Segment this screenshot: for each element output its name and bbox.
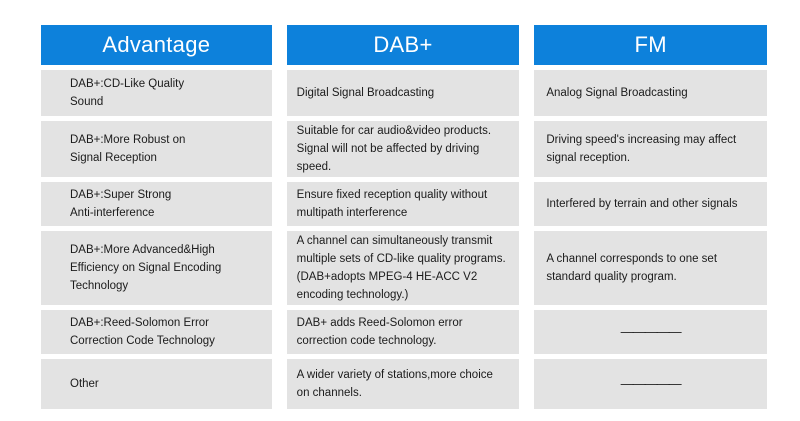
cell-text: A wider variety of stations,more choice …: [296, 369, 493, 399]
table-cell-empty: —————: [534, 359, 767, 409]
cell-text: DAB+:CD-Like Quality Sound: [70, 78, 185, 108]
table-cell: Ensure fixed reception quality without m…: [286, 182, 520, 226]
cell-text: DAB+:More Advanced&High Efficiency on Si…: [70, 244, 222, 292]
dash-placeholder: —————: [620, 376, 682, 391]
cell-text: DAB+:Reed-Solomon Error Correction Code …: [70, 317, 215, 347]
cell-text: Digital Signal Broadcasting: [296, 87, 435, 99]
column-advantage: Advantage DAB+:CD-Like Quality Sound DAB…: [41, 25, 272, 414]
column-header-fm: FM: [534, 25, 767, 65]
cell-text: Driving speed's increasing may affect si…: [546, 134, 737, 164]
cell-text: A channel corresponds to one set standar…: [546, 253, 718, 283]
cell-text: Interfered by terrain and other signals: [546, 198, 738, 210]
cell-text: DAB+:More Robust on Signal Reception: [70, 134, 186, 164]
table-cell: DAB+:Reed-Solomon Error Correction Code …: [41, 310, 272, 354]
table-cell: DAB+ adds Reed-Solomon error correction …: [286, 310, 520, 354]
table-cell: Digital Signal Broadcasting: [286, 70, 520, 116]
column-dabplus: DAB+ Digital Signal Broadcasting Suitabl…: [286, 25, 520, 414]
table-cell-empty: —————: [534, 310, 767, 354]
cell-text: Ensure fixed reception quality without m…: [296, 189, 488, 219]
table-cell: A wider variety of stations,more choice …: [286, 359, 520, 409]
table-cell: DAB+:More Robust on Signal Reception: [41, 121, 272, 177]
column-fm: FM Analog Signal Broadcasting Driving sp…: [534, 25, 767, 414]
table-cell: Driving speed's increasing may affect si…: [534, 121, 767, 177]
cell-text: DAB+ adds Reed-Solomon error correction …: [296, 317, 463, 347]
table-cell: Suitable for car audio&video products. S…: [286, 121, 520, 177]
column-header-dabplus: DAB+: [286, 25, 520, 65]
cell-text: A channel can simultaneously transmit mu…: [296, 235, 506, 301]
table-cell: Analog Signal Broadcasting: [534, 70, 767, 116]
table-cell: Other: [41, 359, 272, 409]
table-cell: DAB+:Super Strong Anti-interference: [41, 182, 272, 226]
comparison-table: Advantage DAB+:CD-Like Quality Sound DAB…: [41, 25, 767, 414]
cell-text: Suitable for car audio&video products. S…: [296, 125, 492, 173]
cell-text: Other: [70, 378, 99, 390]
table-cell: DAB+:More Advanced&High Efficiency on Si…: [41, 231, 272, 305]
column-header-advantage: Advantage: [41, 25, 272, 65]
table-cell: Interfered by terrain and other signals: [534, 182, 767, 226]
table-cell: A channel can simultaneously transmit mu…: [286, 231, 520, 305]
table-cell: DAB+:CD-Like Quality Sound: [41, 70, 272, 116]
cell-text: Analog Signal Broadcasting: [546, 87, 688, 99]
cell-text: DAB+:Super Strong Anti-interference: [70, 189, 172, 219]
table-cell: A channel corresponds to one set standar…: [534, 231, 767, 305]
dash-placeholder: —————: [620, 324, 682, 339]
